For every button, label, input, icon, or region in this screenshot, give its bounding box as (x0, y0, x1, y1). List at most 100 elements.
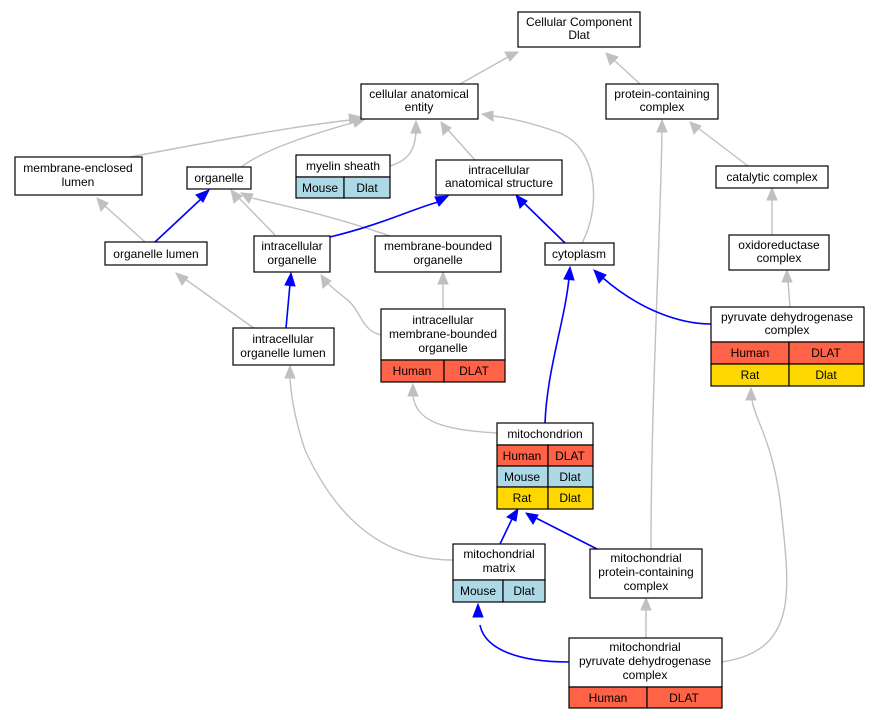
go-term-membrane-enclosed-lumen[interactable]: membrane-enclosed lumen (14, 156, 143, 196)
edge-arrowhead (524, 512, 539, 525)
node-label-line2: membrane-bounded (389, 327, 497, 341)
edge-mpdh-pdh (721, 399, 788, 663)
go-term-membrane-bounded-organelle[interactable]: membrane-bounded organelle (374, 235, 502, 273)
edge-arrowhead (781, 268, 793, 283)
edge-arrowhead (434, 195, 450, 207)
edge-mpcc-mito (535, 517, 598, 550)
edge-arrowhead (407, 382, 419, 397)
gene-cell: DLAT (459, 364, 489, 378)
go-term-myelin-sheath[interactable]: myelin sheath Mouse Dlat (295, 154, 391, 199)
edge-imbo-io (327, 282, 382, 336)
node-label-line1: catalytic complex (726, 170, 817, 184)
edge-cyto-cae (492, 115, 595, 244)
node-label-line2: organelle (413, 253, 463, 267)
node-label-line2: Dlat (568, 28, 590, 42)
go-term-intracellular-organelle[interactable]: intracellular organelle (253, 235, 331, 273)
edge-mbo-org (251, 197, 391, 237)
node-label-line1: mitochondrial (463, 547, 534, 561)
edge-arrowhead (175, 272, 189, 286)
go-term-cellular-component[interactable]: Cellular Component Dlat (517, 11, 641, 48)
gene-cell: Dlat (356, 181, 378, 195)
go-term-organelle[interactable]: organelle (186, 166, 252, 190)
edge-arrowhead (320, 274, 332, 289)
node-label-line2: lumen (62, 175, 95, 189)
edge-cyto-ias (523, 202, 566, 244)
species-cell: Mouse (504, 470, 540, 484)
gene-cell: DLAT (811, 346, 841, 360)
go-term-protein-containing-complex[interactable]: protein-containing complex (605, 83, 719, 120)
node-label-line1: intracellular (252, 332, 313, 346)
edge-arrowhead (745, 386, 757, 401)
edge-arrowhead (440, 121, 452, 136)
go-term-mitochondrion[interactable]: mitochondrion Human DLAT Mouse Dlat Rat … (496, 422, 594, 510)
node-label-line1: mitochondrial (609, 640, 680, 654)
go-term-cytoplasm[interactable]: cytoplasm (544, 242, 615, 266)
go-term-mitochondrial-pyruvate-dehydrogenase-complex[interactable]: mitochondrial pyruvate dehydrogenase com… (568, 637, 723, 709)
species-cell: Mouse (460, 584, 496, 598)
node-label-line1: cytoplasm (552, 247, 606, 261)
species-cell: Rat (513, 491, 532, 505)
go-term-cellular-anatomical-entity[interactable]: cellular anatomical entity (360, 83, 479, 120)
node-label-line1: membrane-bounded (384, 239, 492, 253)
node-label-line1: cellular anatomical (369, 87, 468, 101)
edge-arrowhead (563, 265, 575, 281)
node-label-line1: oxidoreductase (738, 238, 820, 252)
node-label-line1: Cellular Component (526, 15, 633, 29)
node-label-line2: complex (640, 100, 685, 114)
edge-iol-io (285, 283, 291, 329)
go-term-mitochondrial-matrix[interactable]: mitochondrial matrix Mouse Dlat (452, 543, 546, 603)
edge-arrowhead (504, 51, 520, 62)
node-label-line2: organelle (267, 253, 317, 267)
edge-cae-root (459, 56, 509, 85)
edge-mpdh-mmat (479, 624, 570, 663)
node-label-line2: protein-containing (598, 565, 693, 579)
node-label-line1: organelle lumen (113, 247, 198, 261)
edges (96, 51, 793, 663)
edge-arrowhead (506, 507, 519, 522)
edge-iol-orgl (184, 278, 256, 330)
go-term-pyruvate-dehydrogenase-complex[interactable]: pyruvate dehydrogenase complex Human DLA… (710, 306, 865, 387)
edge-orgl-mel (104, 205, 146, 243)
go-term-organelle-lumen[interactable]: organelle lumen (104, 241, 208, 266)
node-label-line2: entity (405, 100, 434, 114)
node-label-line3: complex (624, 579, 669, 593)
node-label-line2: anatomical structure (445, 176, 553, 190)
species-cell: Human (589, 691, 628, 705)
node-label-line2: matrix (483, 561, 516, 575)
edge-arrowhead (605, 52, 619, 66)
edge-arrowhead (437, 270, 449, 285)
node-label-line1: organelle (194, 171, 244, 185)
edge-mpcc-pcc (650, 130, 663, 550)
gene-cell: Dlat (559, 491, 581, 505)
edge-arrowhead (515, 193, 528, 209)
go-term-intracellular-anatomical-structure[interactable]: intracellular anatomical structure (435, 159, 563, 196)
edge-arrowhead (195, 189, 211, 203)
edge-org-cae (239, 121, 356, 169)
edge-mmat-mito (499, 518, 513, 545)
edge-arrowhead (480, 110, 494, 122)
go-term-mitochondrial-protein-containing-complex[interactable]: mitochondrial protein-containing complex (589, 548, 703, 599)
node-label-line2: complex (757, 251, 802, 265)
node-label-line1: protein-containing (614, 87, 709, 101)
go-term-oxidoreductase-complex[interactable]: oxidoreductase complex (728, 234, 830, 271)
go-term-intracellular-membrane-bounded-organelle[interactable]: intracellular membrane-bounded organelle… (380, 308, 506, 383)
edge-arrowhead (472, 602, 484, 618)
edge-io-ias (329, 201, 439, 238)
edge-mmat-iol (289, 377, 454, 561)
node-label-line1: intracellular (261, 239, 322, 253)
node-label-line2: pyruvate dehydrogenase (579, 654, 711, 668)
gene-cell: Dlat (815, 368, 837, 382)
edge-arrowhead (230, 189, 243, 204)
gene-cell: Dlat (559, 470, 581, 484)
go-term-catalytic-complex[interactable]: catalytic complex (715, 165, 829, 189)
gene-cell: DLAT (669, 691, 699, 705)
edge-arrowhead (410, 119, 422, 134)
species-cell: Human (503, 449, 542, 463)
edge-arrowhead (593, 269, 607, 284)
edge-mel-cae (129, 119, 351, 158)
edge-mito-cyto (544, 277, 570, 424)
edge-arrowhead (239, 192, 254, 204)
species-cell: Human (393, 364, 432, 378)
go-term-intracellular-organelle-lumen[interactable]: intracellular organelle lumen (232, 327, 335, 366)
